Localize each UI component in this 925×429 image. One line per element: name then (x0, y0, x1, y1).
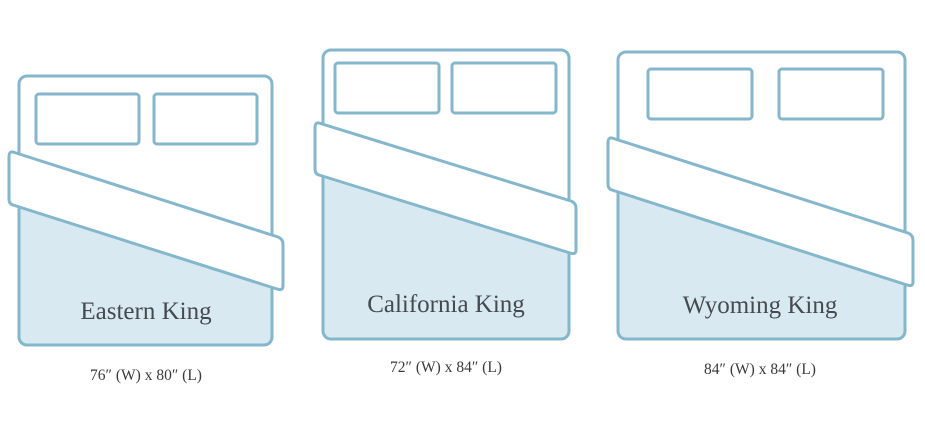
bed-wyoming-king: Wyoming King 84″ (W) x 84″ (L) (606, 50, 915, 378)
bed-lower-fill (323, 178, 569, 339)
pillow-right (450, 61, 558, 115)
bed-dimensions-label: 76″ (W) x 80″ (L) (90, 367, 202, 384)
bed-dimensions-label: 84″ (W) x 84″ (L) (704, 361, 816, 378)
pillow-right (152, 92, 259, 146)
bed-name-label: California King (367, 291, 525, 318)
pillow-left (646, 67, 754, 121)
bed-dimensions-label: 72″ (W) x 84″ (L) (390, 359, 502, 376)
bed-lower-fill (19, 207, 272, 345)
bed-frame (17, 74, 274, 347)
pillow-left (333, 61, 441, 115)
bed-california-king: California King 72″ (W) x 84″ (L) (313, 48, 578, 376)
bed-lower-fill (618, 192, 905, 339)
bed-name-label: Wyoming King (683, 292, 838, 319)
blanket-fold (606, 136, 915, 288)
bed-eastern-king: Eastern King 76″ (W) x 80″ (L) (7, 74, 285, 384)
blanket-fold (313, 121, 578, 256)
pillow-left (34, 92, 141, 146)
blanket-fold (7, 150, 285, 292)
bed-frame (616, 50, 907, 341)
bed-name-label: Eastern King (80, 298, 212, 325)
bed-frame (321, 48, 571, 341)
pillow-right (777, 67, 885, 121)
